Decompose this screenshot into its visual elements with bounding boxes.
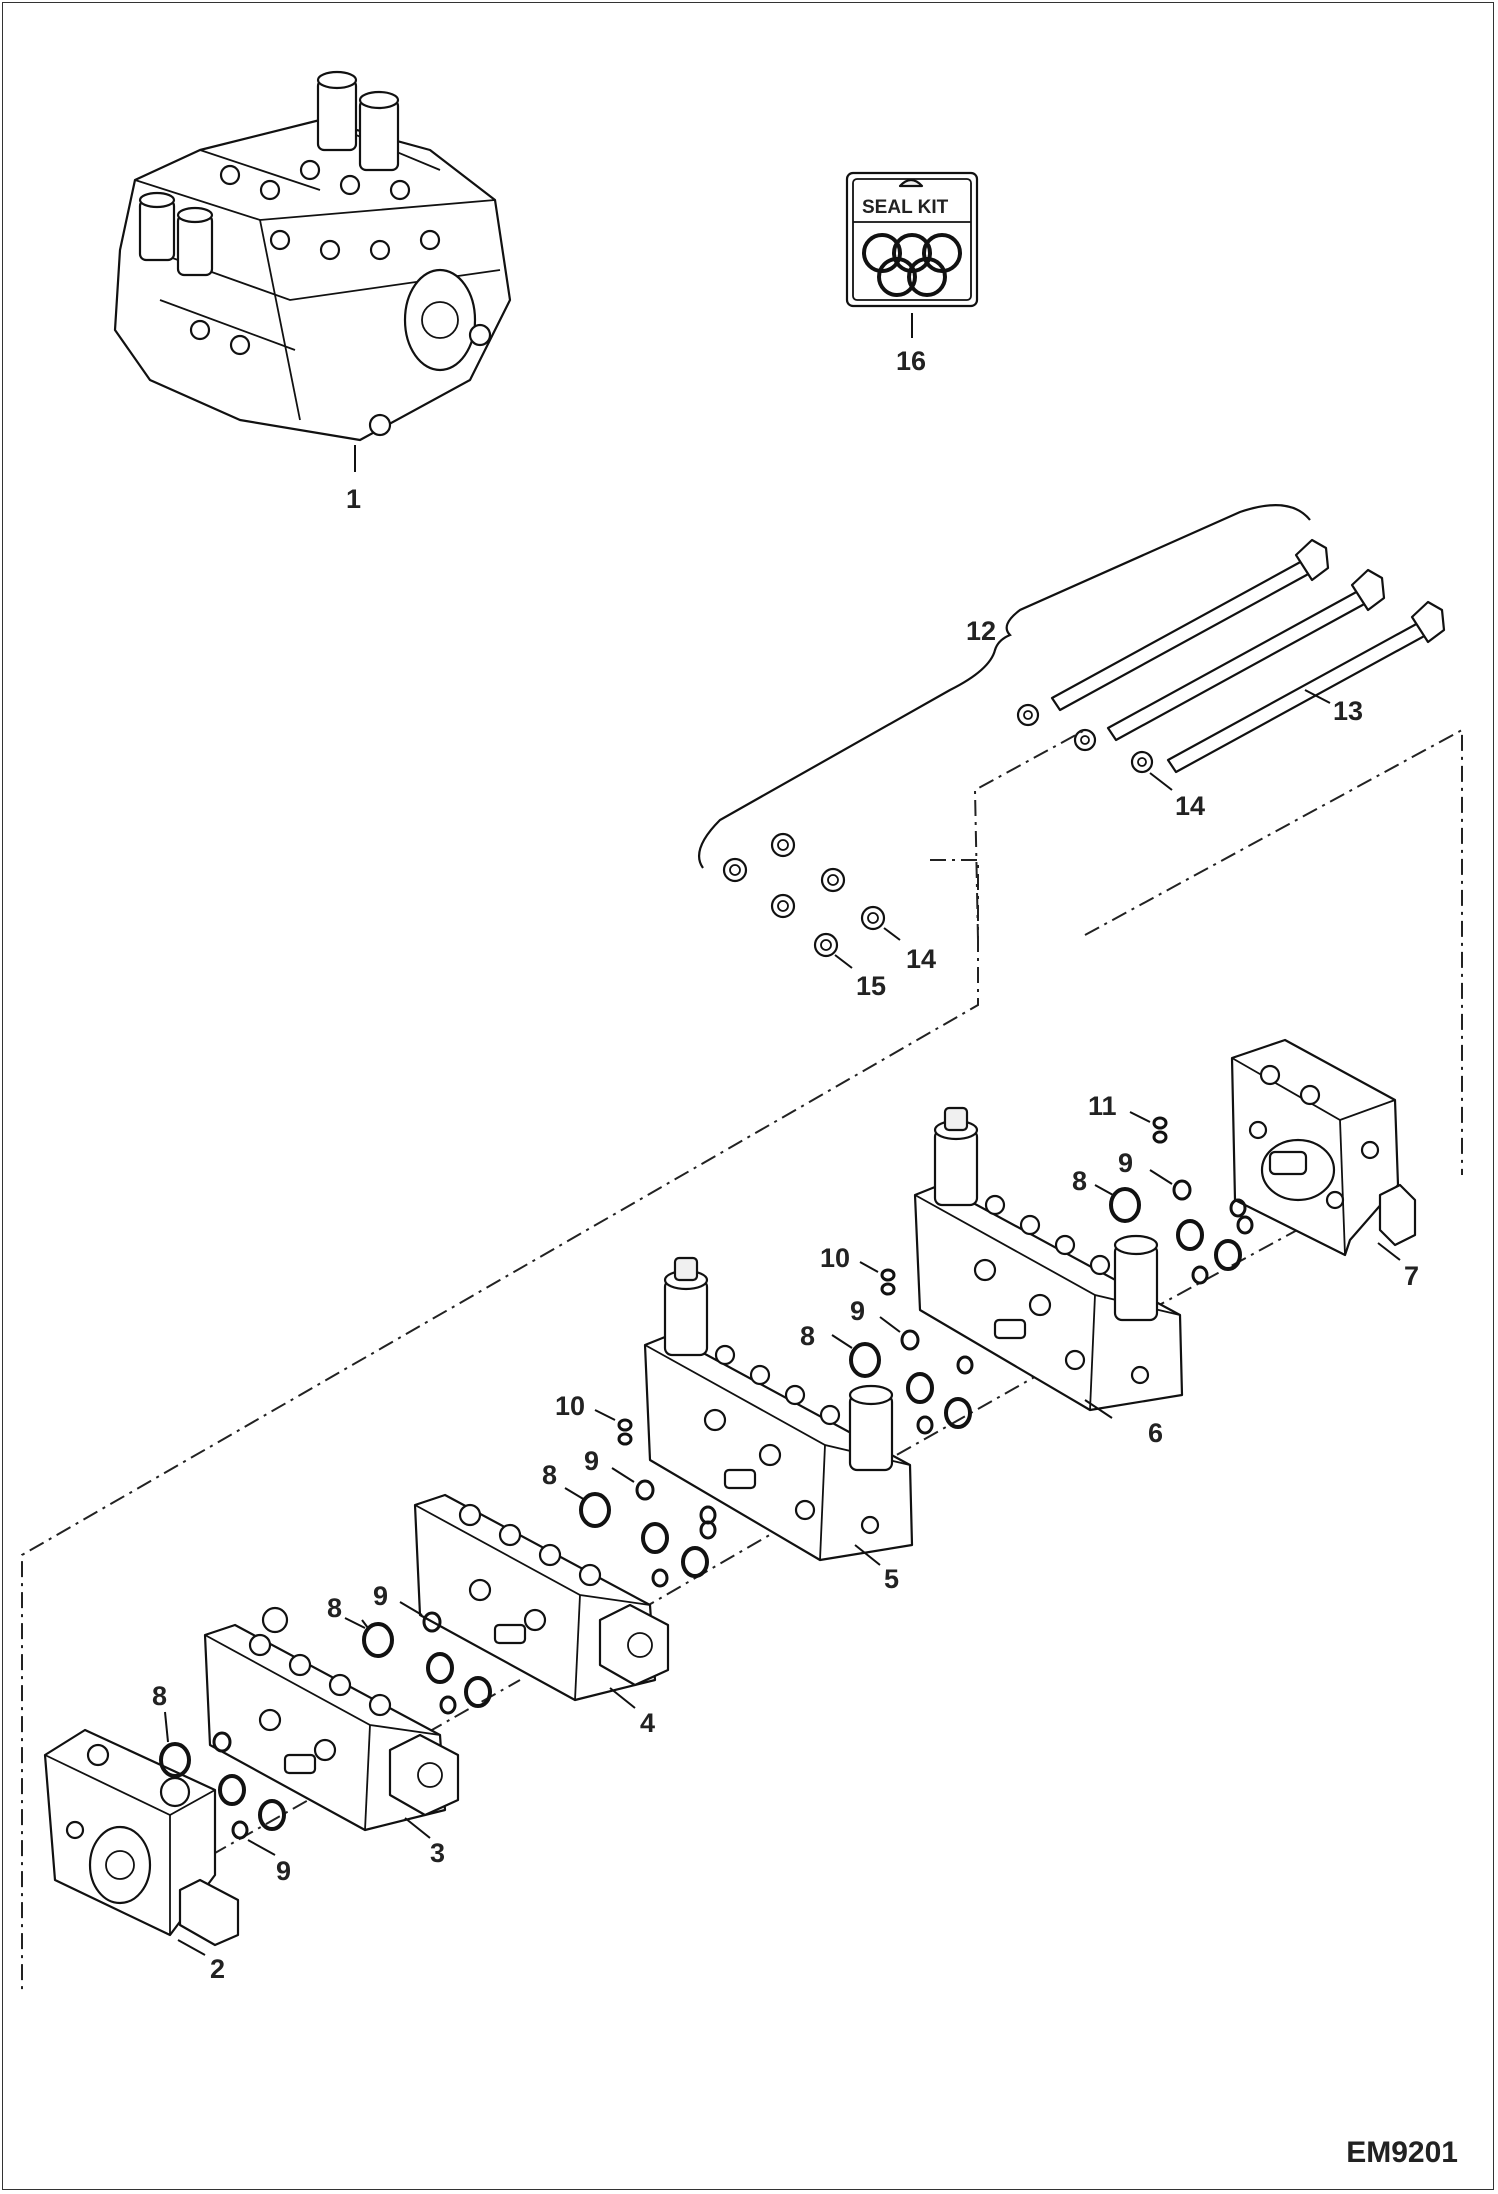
callout-16: 16	[896, 346, 926, 376]
end-section-7	[1230, 1038, 1417, 1257]
callout-2: 2	[210, 1954, 225, 1984]
tie-rods	[1016, 538, 1446, 774]
callout-9-b: 9	[850, 1296, 865, 1326]
seal-kit-package: SEAL KIT	[845, 171, 979, 308]
callout-labels: 1 16 12 13 14 14 15 11 9 8 7 10 9 8 6 10…	[152, 346, 1419, 1984]
callout-10-a: 10	[820, 1243, 850, 1273]
leader-14-upper	[1149, 772, 1173, 791]
small-part-leaders	[164, 1111, 1173, 1856]
callout-9-c: 9	[584, 1446, 599, 1476]
callout-13: 13	[1333, 696, 1363, 726]
callout-6: 6	[1148, 1418, 1163, 1448]
callout-8-e: 8	[152, 1681, 167, 1711]
leader-14-lower	[883, 927, 901, 941]
callout-8-d: 8	[327, 1593, 342, 1623]
nuts-group	[722, 832, 886, 958]
valve-section-3	[203, 1606, 460, 1832]
valve-section-5	[643, 1256, 914, 1562]
callout-4: 4	[640, 1708, 655, 1738]
callout-3: 3	[430, 1838, 445, 1868]
callout-9-d: 9	[373, 1581, 388, 1611]
leader-2	[177, 1939, 206, 1956]
callout-9-a: 9	[1118, 1148, 1133, 1178]
assembled-valve-illustration	[113, 70, 512, 442]
callout-7: 7	[1404, 1261, 1419, 1291]
leader-3	[404, 1817, 431, 1839]
leader-6	[1084, 1399, 1113, 1419]
align-dash-left	[21, 859, 979, 1990]
o-rings	[159, 1116, 1254, 1840]
inlet-section-2	[43, 1728, 240, 1947]
align-dash-right-top	[973, 729, 1086, 941]
drawing-code: EM9201	[1346, 2136, 1458, 2169]
leader-4	[609, 1687, 636, 1709]
callout-9-e: 9	[276, 1856, 291, 1886]
callout-12: 12	[966, 616, 996, 646]
leader-13	[1304, 689, 1331, 704]
callout-8-a: 8	[1072, 1166, 1087, 1196]
callout-14-upper: 14	[1175, 791, 1205, 821]
callout-1: 1	[346, 484, 361, 514]
callout-15: 15	[856, 971, 886, 1001]
callout-8-c: 8	[542, 1460, 557, 1490]
callout-14-lower: 14	[906, 944, 936, 974]
leader-5	[854, 1544, 881, 1566]
leader-15	[834, 954, 853, 969]
callout-10-b: 10	[555, 1391, 585, 1421]
callout-5: 5	[884, 1564, 899, 1594]
seal-kit-label: SEAL KIT	[862, 197, 949, 218]
valve-section-6	[913, 1106, 1184, 1412]
valve-section-4	[413, 1493, 670, 1702]
align-dash-right	[1084, 728, 1463, 1175]
callout-11: 11	[1088, 1091, 1117, 1121]
callout-8-b: 8	[800, 1321, 815, 1351]
leader-7	[1377, 1242, 1401, 1261]
brace-12	[698, 504, 1311, 869]
